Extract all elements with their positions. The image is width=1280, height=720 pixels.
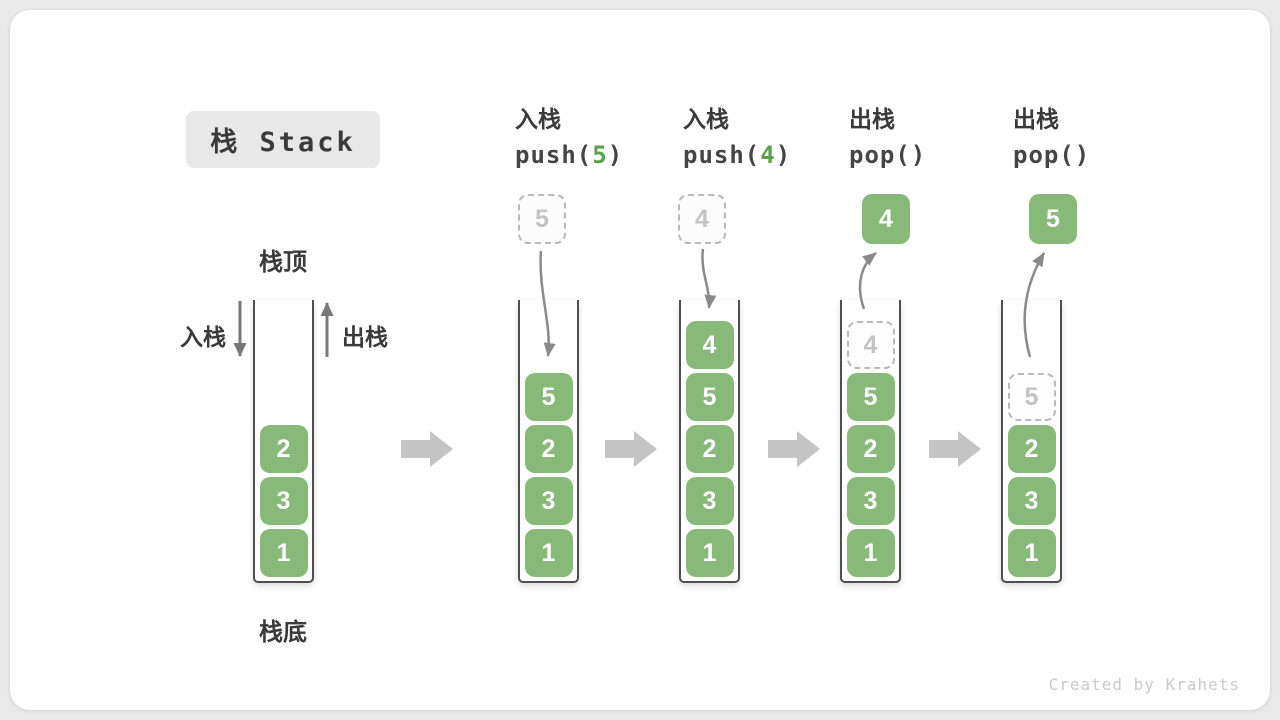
stack-cell-2: 2 bbox=[524, 425, 573, 473]
code-pre: pop( bbox=[1013, 141, 1075, 169]
op-code: push(4) bbox=[683, 140, 853, 170]
code-arg: 4 bbox=[760, 141, 776, 169]
stack-bottom-label: 栈底 bbox=[259, 619, 307, 646]
code-pre: pop( bbox=[849, 141, 911, 169]
stack-cell-5: 5 bbox=[685, 373, 734, 421]
watermark: Created by Krahets bbox=[1048, 675, 1240, 694]
op-label-pop-2: 出栈 pop() bbox=[1013, 104, 1183, 170]
code-post: ) bbox=[910, 141, 927, 169]
stack-cell-3: 3 bbox=[259, 477, 308, 525]
op-code: pop() bbox=[849, 140, 1019, 170]
code-post: ) bbox=[607, 141, 624, 169]
floating-push-value-4: 4 bbox=[678, 194, 726, 244]
code-pre: push( bbox=[515, 141, 593, 169]
stack-cell-5: 5 bbox=[846, 373, 895, 421]
stack-cell-2: 2 bbox=[846, 425, 895, 473]
stack-cell-3: 3 bbox=[685, 477, 734, 525]
op-code: pop() bbox=[1013, 140, 1183, 170]
code-post: ) bbox=[775, 141, 792, 169]
code-arg: 5 bbox=[592, 141, 608, 169]
stack-cell-1: 1 bbox=[524, 529, 573, 577]
op-title: 入栈 bbox=[515, 106, 561, 132]
stack-cell-1: 1 bbox=[685, 529, 734, 577]
floating-push-value-5: 5 bbox=[518, 194, 566, 244]
stack-cell-1: 1 bbox=[1007, 529, 1056, 577]
stack-cell-5: 5 bbox=[524, 373, 573, 421]
title-badge-text: 栈 Stack bbox=[210, 127, 356, 158]
push-side-label: 入栈 bbox=[180, 324, 226, 350]
stack-cell-5-ghost: 5 bbox=[1007, 373, 1056, 421]
op-title: 出栈 bbox=[849, 106, 895, 132]
code-post: ) bbox=[1074, 141, 1091, 169]
floating-popped-value-4: 4 bbox=[862, 194, 910, 244]
op-label-pop-1: 出栈 pop() bbox=[849, 104, 1019, 170]
op-code: push(5) bbox=[515, 140, 685, 170]
pop-side-label: 出栈 bbox=[342, 324, 388, 350]
stack-top-label: 栈顶 bbox=[259, 249, 307, 276]
stack-cell-3: 3 bbox=[524, 477, 573, 525]
op-title: 出栈 bbox=[1013, 106, 1059, 132]
stack-cell-2: 2 bbox=[259, 425, 308, 473]
title-badge: 栈 Stack bbox=[186, 111, 380, 168]
stack-cell-1: 1 bbox=[259, 529, 308, 577]
stack-cell-2: 2 bbox=[1007, 425, 1056, 473]
op-title: 入栈 bbox=[683, 106, 729, 132]
stack-cell-4-ghost: 4 bbox=[846, 321, 895, 369]
stack-cell-3: 3 bbox=[1007, 477, 1056, 525]
op-label-push-4: 入栈 push(4) bbox=[683, 104, 853, 170]
stack-cell-4: 4 bbox=[685, 321, 734, 369]
stack-cell-3: 3 bbox=[846, 477, 895, 525]
stack-cell-1: 1 bbox=[846, 529, 895, 577]
op-label-push-5: 入栈 push(5) bbox=[515, 104, 685, 170]
stack-cell-2: 2 bbox=[685, 425, 734, 473]
code-pre: push( bbox=[683, 141, 761, 169]
floating-popped-value-5: 5 bbox=[1029, 194, 1077, 244]
